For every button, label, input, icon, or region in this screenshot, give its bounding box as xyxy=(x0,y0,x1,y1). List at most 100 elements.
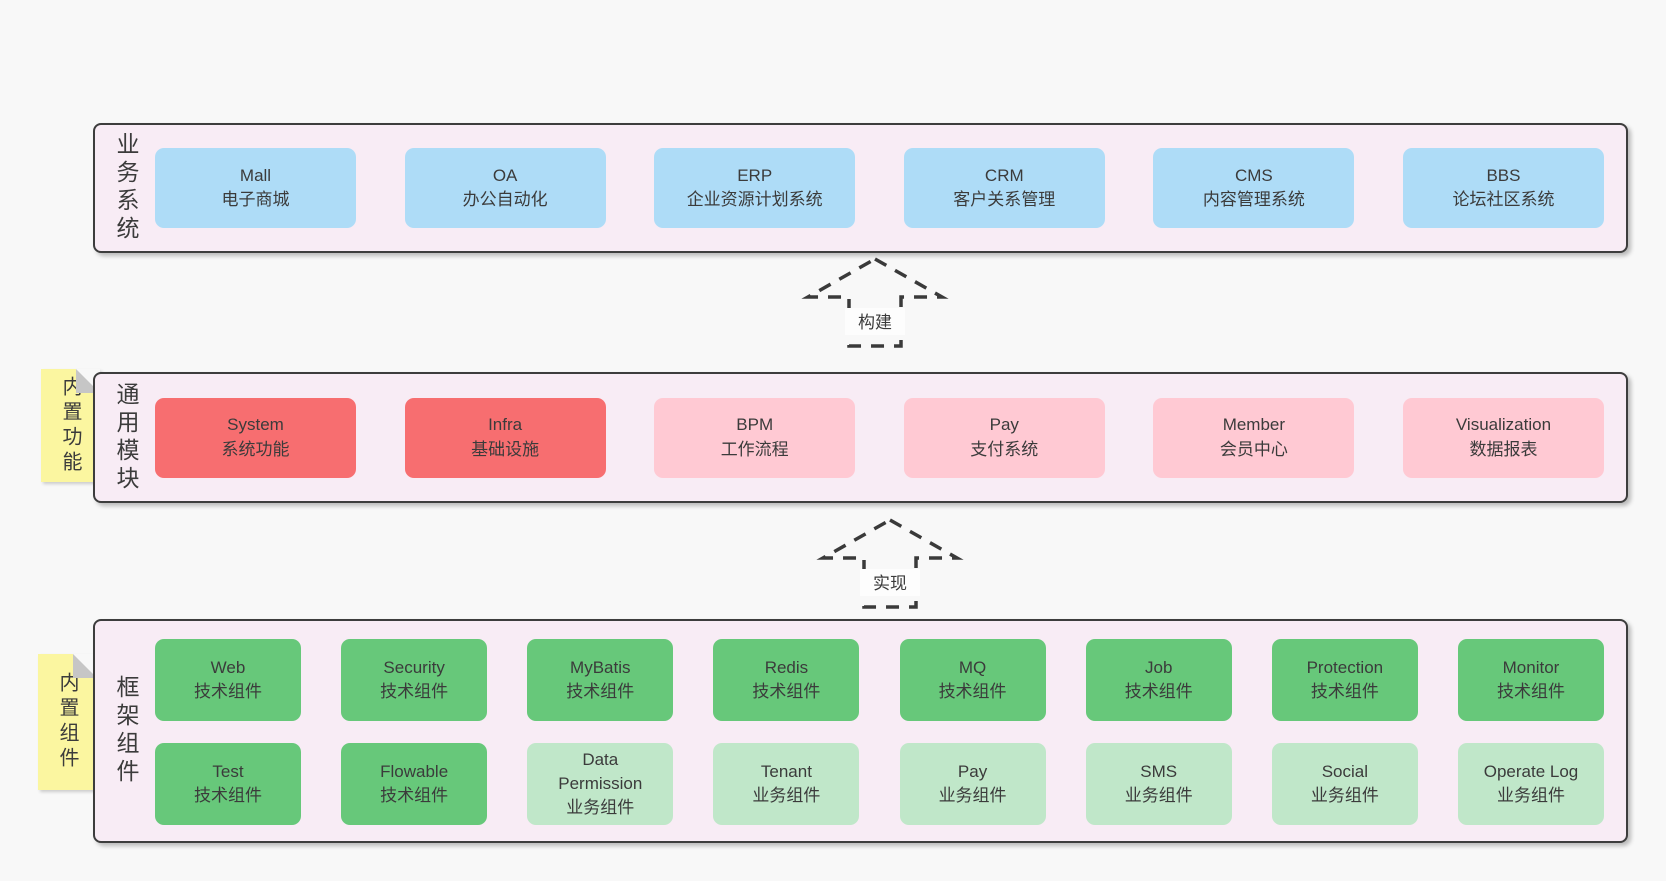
sticky-label: 内置功能 xyxy=(59,375,81,476)
box-mybatis: MyBatis 技术组件 xyxy=(527,639,674,721)
box-test: Test 技术组件 xyxy=(155,743,301,825)
box-bpm: BPM 工作流程 xyxy=(654,397,856,478)
box-web: Web 技术组件 xyxy=(155,639,301,721)
box-member: Member 会员中心 xyxy=(1153,397,1355,478)
box-name: ERP xyxy=(737,165,773,185)
box-name: MyBatis xyxy=(570,657,631,677)
box-name: Social xyxy=(1321,761,1368,781)
box-subtitle: 基础设施 xyxy=(471,439,540,459)
box-name: Member xyxy=(1222,415,1286,435)
box-name: Job xyxy=(1144,657,1173,677)
box-name: Protection xyxy=(1306,657,1384,677)
box-name: BBS xyxy=(1486,165,1521,185)
box-subtitle: 业务组件 xyxy=(938,786,1007,805)
box-subtitle: 技术组件 xyxy=(566,682,635,701)
box-subtitle: 业务组件 xyxy=(1310,786,1379,805)
box-subtitle: 系统功能 xyxy=(221,439,290,459)
box-subtitle: 技术组件 xyxy=(752,682,821,701)
box-subtitle: 业务组件 xyxy=(566,798,635,818)
box-subtitle: 技术组件 xyxy=(380,786,449,805)
box-subtitle: 支付系统 xyxy=(970,439,1039,459)
box-subtitle: 技术组件 xyxy=(380,682,449,701)
box-subtitle: 论坛社区系统 xyxy=(1452,190,1555,209)
panel-title-business-systems: 业务系统 xyxy=(113,132,139,244)
box-infra: Infra 基础设施 xyxy=(404,397,606,478)
sticky-label: 内置组件 xyxy=(56,672,78,772)
sticky-note-built-in-functions: 内置功能 xyxy=(41,369,100,482)
box-subtitle: 办公自动化 xyxy=(462,190,548,209)
box-name: SMS xyxy=(1140,761,1178,781)
box-name: Data Permission xyxy=(558,749,643,793)
box-subtitle: 企业资源计划系统 xyxy=(686,190,823,209)
box-subtitle: 内容管理系统 xyxy=(1202,190,1305,209)
box-name: Tenant xyxy=(760,761,812,781)
box-name: Visualization xyxy=(1455,415,1552,435)
up-arrow-build: 构建 xyxy=(801,256,949,348)
box-subtitle: 技术组件 xyxy=(1496,682,1565,701)
box-subtitle: 业务组件 xyxy=(752,786,821,805)
box-job: Job 技术组件 xyxy=(1085,639,1232,721)
box-name: Infra xyxy=(488,415,523,435)
box-mall: Mall 电子商城 xyxy=(155,148,356,228)
box-name: Mall xyxy=(239,165,272,185)
box-pay-component: Pay 业务组件 xyxy=(899,743,1046,825)
panel-title-common-modules: 通用模块 xyxy=(113,381,139,494)
box-visualization: Visualization 数据报表 xyxy=(1402,397,1604,478)
box-subtitle: 电子商城 xyxy=(221,190,290,209)
panel-title-framework-components: 框架组件 xyxy=(113,675,139,787)
component-row-2: Test 技术组件 Flowable 技术组件 Data Permission … xyxy=(155,743,1604,825)
box-name: Monitor xyxy=(1502,657,1560,677)
box-name: OA xyxy=(492,165,518,185)
box-name: Redis xyxy=(764,657,809,677)
component-box-rows: Web 技术组件 Security 技术组件 MyBatis 技术组件 Redi… xyxy=(155,639,1604,825)
box-monitor: Monitor 技术组件 xyxy=(1457,639,1604,721)
box-data-permission: Data Permission 业务组件 xyxy=(527,743,674,825)
sticky-note-built-in-components: 内置组件 xyxy=(38,654,97,790)
arrow-label-bg xyxy=(845,308,905,335)
box-subtitle: 技术组件 xyxy=(1124,682,1193,701)
box-crm: CRM 客户关系管理 xyxy=(903,148,1105,228)
box-name: Flowable xyxy=(380,761,449,781)
panel-business-systems: 业务系统 Mall 电子商城 OA 办公自动化 ERP 企业资源计划系统 CRM… xyxy=(93,123,1628,253)
box-security: Security 技术组件 xyxy=(341,639,488,721)
box-social: Social 业务组件 xyxy=(1271,743,1418,825)
arrow-label-bg xyxy=(860,569,920,596)
box-pay-module: Pay 支付系统 xyxy=(903,397,1105,478)
box-subtitle: 业务组件 xyxy=(1124,786,1193,805)
box-name: Pay xyxy=(957,761,988,781)
box-name: Operate Log xyxy=(1483,761,1579,781)
box-name: Pay xyxy=(989,415,1019,435)
up-arrow-implement: 实现 xyxy=(816,517,964,609)
box-subtitle: 技术组件 xyxy=(1310,682,1379,701)
box-bbs: BBS 论坛社区系统 xyxy=(1402,148,1604,228)
box-redis: Redis 技术组件 xyxy=(713,639,860,721)
panel-common-modules: 通用模块 System 系统功能 Infra 基础设施 BPM 工作流程 Pay… xyxy=(93,372,1628,503)
box-system: System 系统功能 xyxy=(155,397,356,478)
box-sms: SMS 业务组件 xyxy=(1085,743,1232,825)
box-subtitle: 数据报表 xyxy=(1469,439,1538,459)
box-name: MQ xyxy=(958,657,987,677)
box-name: System xyxy=(227,415,284,435)
panel-framework-components: 框架组件 Web 技术组件 Security 技术组件 MyBatis 技术组件… xyxy=(93,619,1628,843)
box-subtitle: 技术组件 xyxy=(194,682,262,701)
box-subtitle: 会员中心 xyxy=(1219,439,1288,459)
box-name: CRM xyxy=(984,165,1024,185)
box-mq: MQ 技术组件 xyxy=(899,639,1046,721)
box-subtitle: 客户关系管理 xyxy=(953,190,1056,209)
box-name: BPM xyxy=(736,415,774,435)
arrow-label-build: 构建 xyxy=(858,313,892,332)
box-subtitle: 业务组件 xyxy=(1496,786,1565,805)
business-box-row: Mall 电子商城 OA 办公自动化 ERP 企业资源计划系统 CRM 客户关系… xyxy=(155,148,1604,228)
box-erp: ERP 企业资源计划系统 xyxy=(654,148,856,228)
box-name: CMS xyxy=(1234,165,1273,185)
box-subtitle: 技术组件 xyxy=(194,786,262,805)
box-cms: CMS 内容管理系统 xyxy=(1153,148,1355,228)
box-subtitle: 技术组件 xyxy=(938,682,1007,701)
module-box-row: System 系统功能 Infra 基础设施 BPM 工作流程 Pay 支付系统… xyxy=(155,397,1604,478)
box-protection: Protection 技术组件 xyxy=(1271,639,1418,721)
box-oa: OA 办公自动化 xyxy=(404,148,606,228)
box-name: Test xyxy=(212,761,244,781)
arrow-label-implement: 实现 xyxy=(873,574,907,593)
box-flowable: Flowable 技术组件 xyxy=(341,743,488,825)
box-tenant: Tenant 业务组件 xyxy=(713,743,860,825)
